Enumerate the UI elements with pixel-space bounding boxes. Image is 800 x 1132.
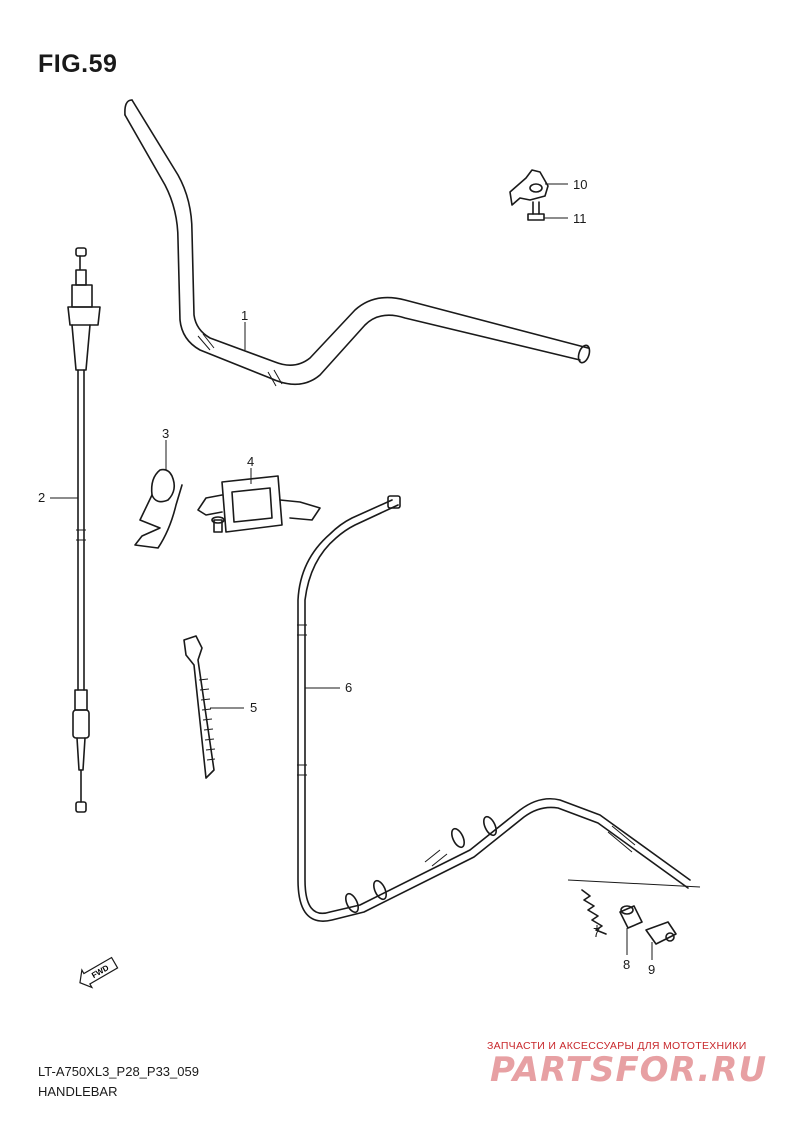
fwd-arrow-icon: FWD bbox=[79, 956, 119, 989]
callout-6: 6 bbox=[345, 680, 352, 695]
throttle-cable-part[interactable] bbox=[67, 247, 101, 813]
handlebar-part[interactable] bbox=[124, 99, 592, 387]
bracket-part[interactable] bbox=[197, 475, 321, 533]
clip-part[interactable] bbox=[134, 468, 183, 549]
adjuster-part[interactable] bbox=[645, 921, 677, 945]
callout-2: 2 bbox=[38, 490, 45, 505]
callout-9: 9 bbox=[648, 962, 655, 977]
adjuster-nut-part[interactable] bbox=[619, 905, 643, 929]
callout-8: 8 bbox=[623, 957, 630, 972]
section-name: HANDLEBAR bbox=[38, 1084, 118, 1099]
watermark-logo: PARTSFOR.RU bbox=[490, 1050, 768, 1090]
spring-part[interactable] bbox=[581, 889, 607, 935]
watermark-caption: ЗАПЧАСТИ И АКСЕССУАРЫ ДЛЯ МОТОТЕХНИКИ bbox=[487, 1040, 747, 1052]
brake-cable-part[interactable] bbox=[297, 495, 691, 922]
callout-5: 5 bbox=[250, 700, 257, 715]
callout-1: 1 bbox=[241, 308, 248, 323]
callout-3: 3 bbox=[162, 426, 169, 441]
callout-4: 4 bbox=[247, 454, 254, 469]
callout-7: 7 bbox=[593, 925, 600, 940]
bolt-part[interactable] bbox=[527, 201, 545, 221]
clamp-part[interactable] bbox=[509, 169, 549, 206]
callout-leaders bbox=[50, 183, 701, 960]
callout-10: 10 bbox=[573, 177, 587, 192]
callout-11: 11 bbox=[573, 211, 587, 226]
figure-title: FIG.59 bbox=[38, 50, 118, 78]
model-code: LT-A750XL3_P28_P33_059 bbox=[38, 1064, 199, 1079]
cable-tie-part[interactable] bbox=[183, 635, 216, 779]
